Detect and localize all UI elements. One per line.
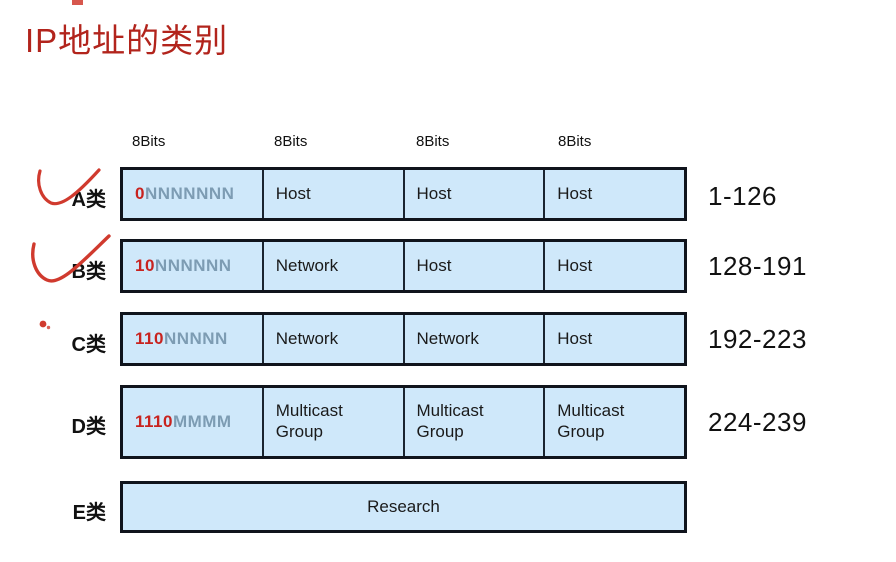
- table-cell: Host: [402, 170, 544, 218]
- page-title: IP地址的类别: [25, 22, 229, 59]
- bit-header-1: 8Bits: [132, 133, 166, 150]
- row-label-class-e: E类: [72, 502, 106, 524]
- prefix-cell: 110NNNNN: [123, 315, 262, 363]
- table-cell: Host: [261, 170, 403, 218]
- bit-header-2: 8Bits: [274, 133, 308, 150]
- prefix-red-bits: 110: [135, 328, 164, 348]
- bit-header-4: 8Bits: [558, 133, 592, 150]
- red-dot-annotation-c: [39, 320, 47, 328]
- prefix-cell: 0NNNNNNN: [123, 170, 262, 218]
- table-cell: Host: [543, 170, 684, 218]
- prefix-red-bits: 10: [135, 255, 155, 275]
- address-range-class-d: 224-239: [708, 407, 807, 437]
- row-label-class-d: D类: [71, 416, 106, 438]
- table-cell: Host: [543, 242, 684, 290]
- prefix-cell: 1110MMMM: [123, 388, 262, 456]
- row-label-class-a: A类: [71, 189, 106, 211]
- row-label-class-b: B类: [71, 261, 106, 283]
- prefix-letter-bits: MMMM: [172, 411, 232, 431]
- table-cell: Host: [543, 315, 684, 363]
- prefix-letter-bits: NNNNNN: [154, 255, 232, 275]
- class-b-row: 10NNNNNN Network Host Host: [120, 239, 687, 293]
- table-cell: Multicast Group: [543, 388, 684, 456]
- class-c-row: 110NNNNN Network Network Host: [120, 312, 687, 366]
- red-smudge-mark: [72, 0, 83, 5]
- prefix-letter-bits: NNNNN: [163, 328, 228, 348]
- binary-prefix: 0NNNNNNN: [135, 184, 234, 205]
- class-a-row: 0NNNNNNN Host Host Host: [120, 167, 687, 221]
- class-d-row: 1110MMMM Multicast Group Multicast Group…: [120, 385, 687, 459]
- table-cell: Network: [402, 315, 544, 363]
- bit-header-3: 8Bits: [416, 133, 450, 150]
- address-range-class-a: 1-126: [708, 181, 777, 211]
- table-cell: Network: [261, 242, 403, 290]
- prefix-cell: 10NNNNNN: [123, 242, 262, 290]
- table-cell: Multicast Group: [402, 388, 544, 456]
- prefix-red-bits: 0: [135, 183, 145, 203]
- binary-prefix: 1110MMMM: [135, 412, 232, 433]
- prefix-red-bits: 1110: [135, 411, 173, 431]
- table-cell: Multicast Group: [261, 388, 403, 456]
- row-label-class-c: C类: [71, 334, 106, 356]
- table-cell: Network: [261, 315, 403, 363]
- address-range-class-c: 192-223: [708, 324, 807, 354]
- binary-prefix: 10NNNNNN: [135, 256, 232, 277]
- table-cell: Host: [402, 242, 544, 290]
- table-cell: Research: [367, 496, 440, 516]
- class-e-row: Research: [120, 481, 687, 533]
- binary-prefix: 110NNNNN: [135, 329, 228, 350]
- address-range-class-b: 128-191: [708, 251, 807, 281]
- prefix-letter-bits: NNNNNNN: [144, 183, 235, 203]
